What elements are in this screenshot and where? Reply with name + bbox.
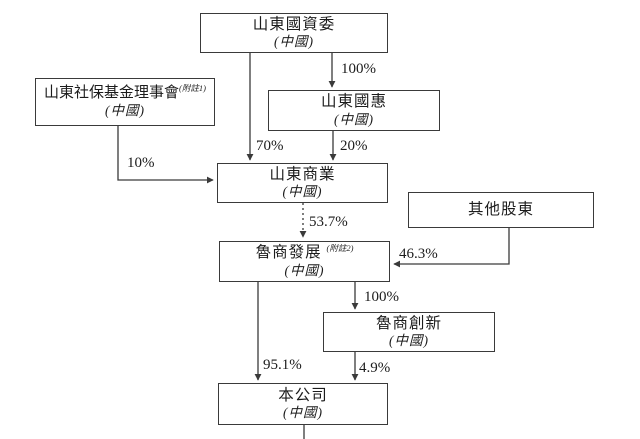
node-region: (中國) [274, 34, 314, 50]
node-name: 其他股東 [467, 201, 534, 219]
node-region: (中國) [389, 333, 429, 349]
edge-qita-fazhan [393, 228, 510, 268]
node-shandong-guohui: 山東國惠 (中國) [268, 90, 440, 131]
edge-label-guohui-shangye: 20% [340, 138, 368, 154]
node-lushang-chuangxin: 魯商創新 (中國) [323, 312, 495, 352]
edge-label-shangye-fazhan: 53.7% [309, 214, 348, 230]
edge-shebao-shangye [117, 126, 214, 184]
node-shandong-guoziwei: 山東國資委 (中國) [200, 13, 388, 53]
node-the-company: 本公司 (中國) [218, 383, 388, 425]
edge-label-chuangxin-company: 4.9% [359, 360, 391, 376]
node-region: (中國) [283, 405, 323, 421]
footnote-1-ref: (附註1) [179, 83, 206, 94]
node-region: (中國) [284, 262, 325, 278]
footnote-2-ref: (附註2) [326, 243, 354, 254]
edge-label-guoziwei-shangye: 70% [256, 138, 284, 154]
node-other-shareholders: 其他股東 [408, 192, 594, 228]
edge-label-shebao-shangye: 10% [127, 155, 155, 171]
node-region: (中國) [282, 184, 323, 200]
node-name: 山東社保基金理事會(附註1) [44, 83, 206, 102]
edge-label-guoziwei-guohui: 100% [341, 61, 376, 77]
node-shandong-shangye: 山東商業 (中國) [217, 163, 388, 203]
node-region: (中國) [334, 111, 374, 127]
node-name: 本公司 [278, 386, 328, 404]
node-name: 魯商發展 (附註2) [255, 243, 354, 262]
node-name: 山東國資委 [252, 15, 336, 33]
node-name: 魯商創新 [375, 314, 442, 332]
node-name: 山東商業 [269, 165, 336, 183]
node-name: 山東國惠 [320, 93, 387, 111]
edge-label-fazhan-company: 95.1% [263, 357, 302, 373]
node-lushang-fazhan: 魯商發展 (附註2) (中國) [219, 241, 390, 282]
edge-label-qita-fazhan: 46.3% [399, 246, 438, 262]
node-region: (中國) [105, 102, 145, 118]
edge-label-fazhan-chuangxin: 100% [364, 289, 399, 305]
node-shandong-shebao-fund-council: 山東社保基金理事會(附註1) (中國) [35, 78, 215, 126]
